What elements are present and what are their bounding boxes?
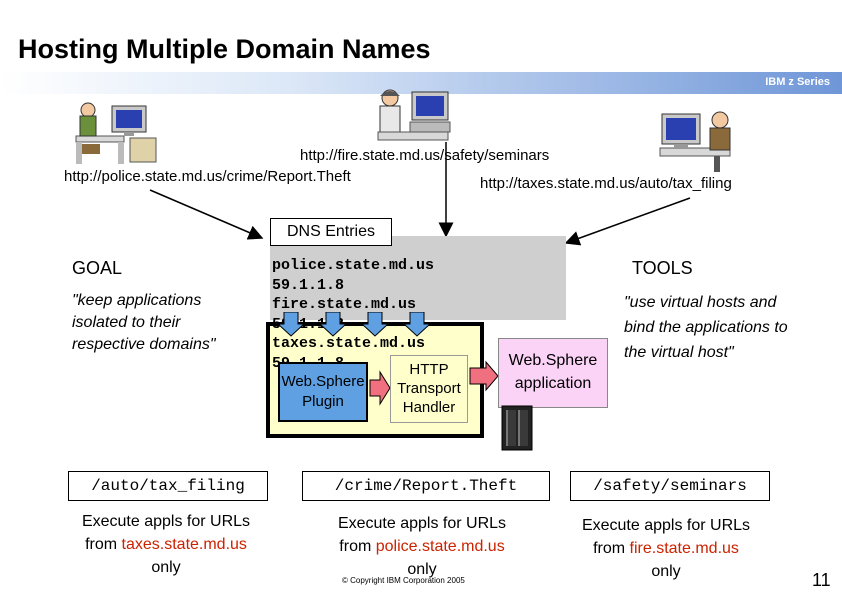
url-police: http://police.state.md.us/crime/Report.T…	[64, 168, 351, 185]
goal-text: "keep applications isolated to their res…	[72, 292, 216, 353]
http-transport-handler-box: HTTP Transport Handler	[390, 355, 468, 423]
page-number: 11	[812, 570, 831, 590]
handler-label-1: HTTP	[409, 361, 449, 378]
tools-heading: TOOLS	[632, 258, 693, 278]
handler-to-app-arrow	[469, 360, 499, 392]
tax-mapping-from: from	[85, 536, 122, 553]
copyright-notice: © Copyright IBM Corporation 2005	[342, 576, 465, 585]
app-label-1: Web.Sphere	[508, 352, 598, 369]
police-mapping-host: police.state.md.us	[375, 538, 505, 555]
taxes-user-figure	[659, 111, 731, 172]
page-title: Hosting Multiple Domain Names	[18, 34, 431, 64]
uri-tax-filing: /auto/tax_filing	[68, 471, 268, 501]
tax-mapping-host: taxes.state.md.us	[121, 536, 247, 553]
dns-to-plugin-arrows	[280, 312, 432, 337]
police-mapping-description: Execute appls for URLs from police.state…	[302, 512, 542, 581]
dns-entries-label: DNS Entries	[270, 218, 392, 246]
goal-heading: GOAL	[72, 258, 123, 278]
zseries-server-icon	[501, 405, 533, 451]
fire-mapping-host: fire.state.md.us	[629, 540, 739, 557]
police-mapping-suffix: only	[407, 561, 437, 578]
uri-safety-seminars: /safety/seminars	[570, 471, 770, 501]
tools-text: "use virtual hosts and bind the applicat…	[624, 294, 788, 361]
fire-mapping-prefix: Execute appls for URLs	[581, 517, 751, 534]
police-user-figure	[75, 102, 157, 164]
app-label-2: application	[514, 375, 592, 392]
fire-mapping-description: Execute appls for URLs from fire.state.m…	[546, 514, 786, 583]
plugin-to-handler-arrow	[369, 370, 391, 406]
police-mapping-from: from	[339, 538, 376, 555]
tax-mapping-suffix: only	[151, 559, 181, 576]
tax-mapping-description: Execute appls for URLs from taxes.state.…	[46, 510, 286, 579]
handler-label-2: Transport	[397, 380, 461, 397]
websphere-application-box: Web.Sphere application	[498, 338, 608, 408]
fire-user-figure	[377, 89, 451, 141]
brand-label: IBM z Series	[765, 76, 830, 88]
title-bar	[0, 72, 842, 94]
plugin-label-2: Plugin	[302, 393, 344, 410]
fire-mapping-suffix: only	[651, 563, 681, 580]
tax-mapping-prefix: Execute appls for URLs	[81, 513, 251, 530]
taxes-request-arrow	[564, 197, 691, 246]
plugin-label-1: Web.Sphere	[281, 373, 365, 390]
uri-report-theft: /crime/Report.Theft	[302, 471, 550, 501]
url-fire: http://fire.state.md.us/safety/seminars	[300, 147, 550, 164]
police-request-arrow	[149, 189, 264, 240]
dns-entries-panel	[270, 236, 566, 320]
fire-mapping-from: from	[593, 540, 630, 557]
handler-label-3: Handler	[402, 399, 456, 416]
websphere-plugin-box: Web.Sphere Plugin	[278, 362, 368, 422]
url-taxes: http://taxes.state.md.us/auto/tax_filing	[480, 175, 732, 192]
police-mapping-prefix: Execute appls for URLs	[337, 515, 507, 532]
